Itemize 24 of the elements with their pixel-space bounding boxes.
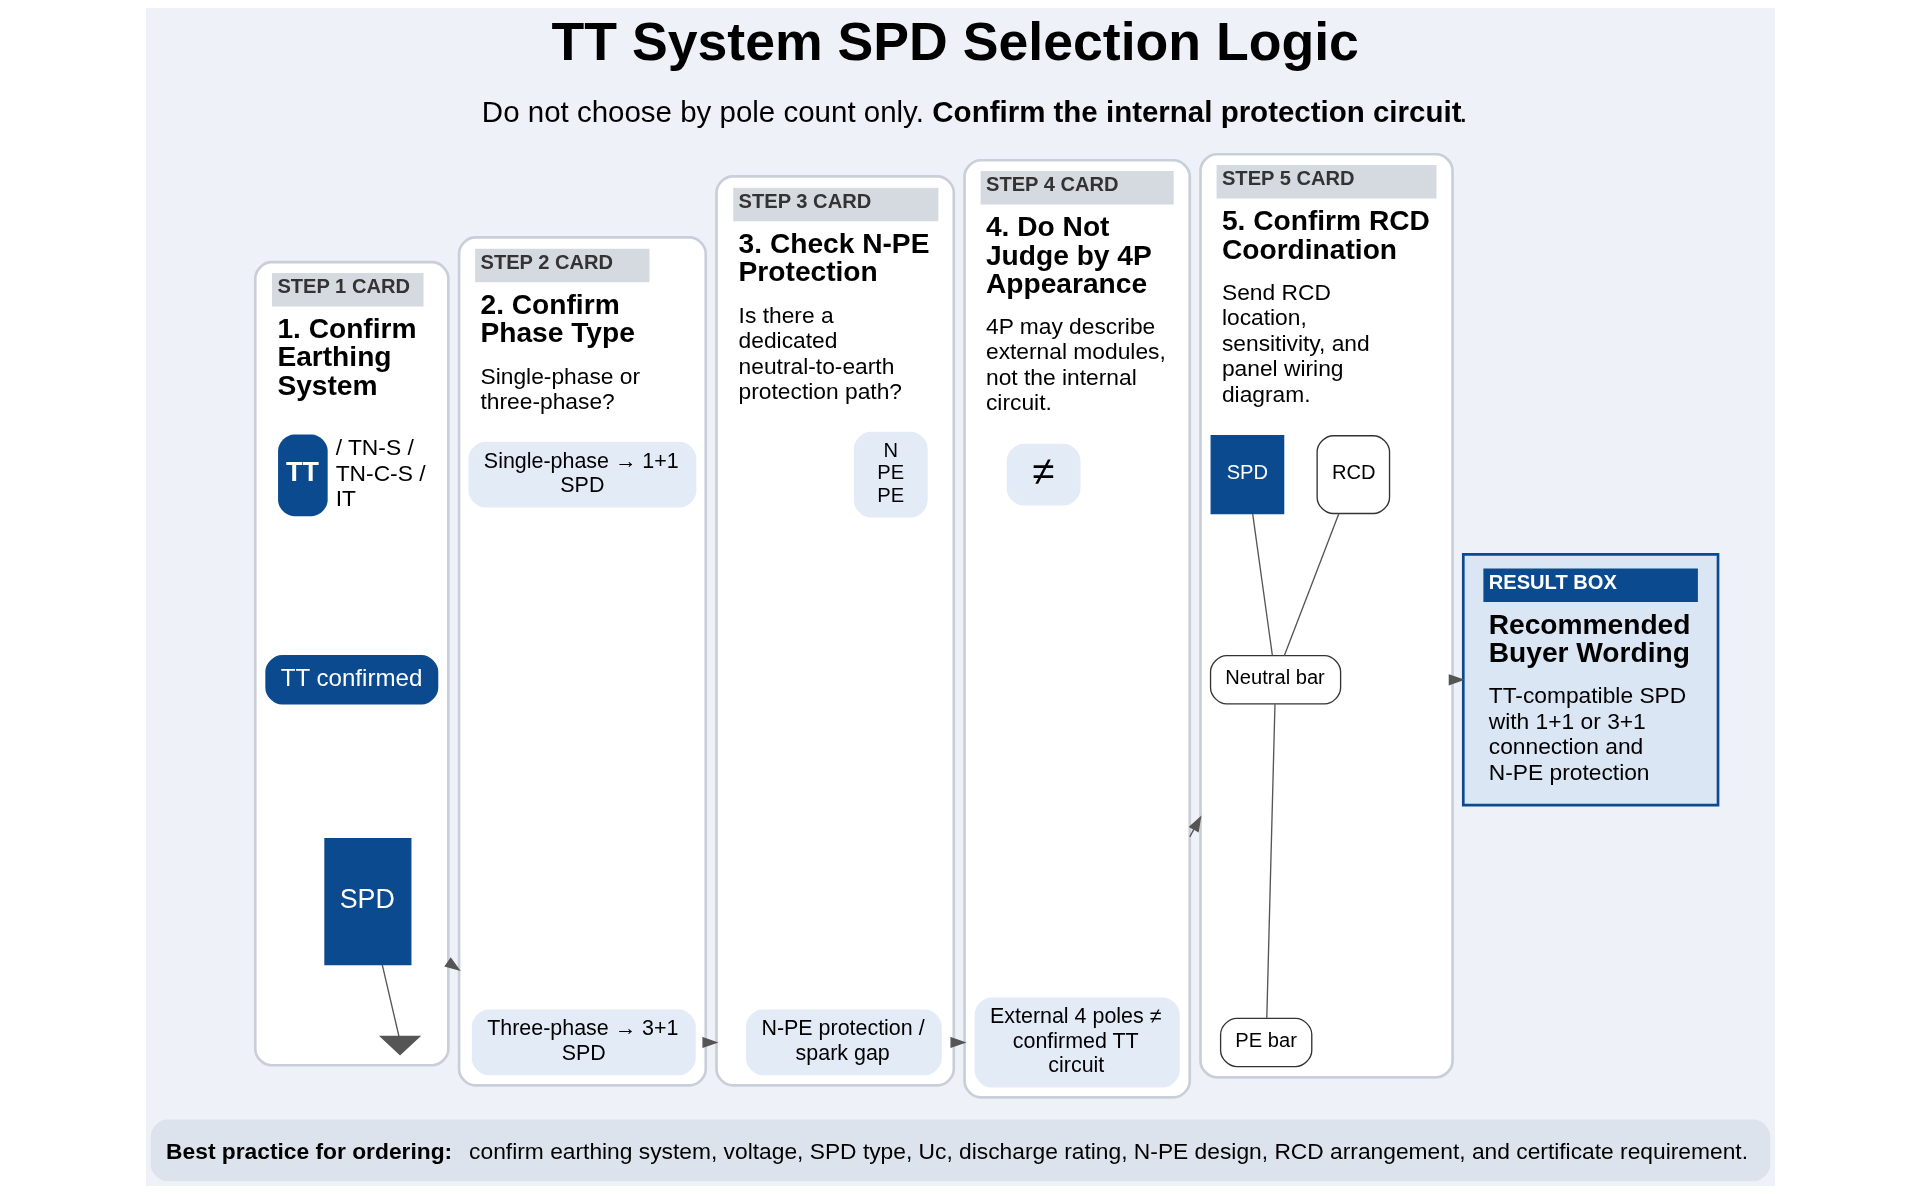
node-box: Three-phase → 3+1 SPD [471, 1009, 696, 1076]
node-box: Neutral bar [1209, 655, 1341, 705]
node-box: SPD [323, 838, 411, 966]
connector [1251, 512, 1273, 657]
connector [1283, 512, 1340, 657]
node-label: / TN-S / TN-C-S / IT [335, 434, 426, 512]
node-ground [378, 1035, 421, 1056]
connector [381, 964, 400, 1037]
connector [1265, 703, 1276, 1019]
node-box: SPD [1210, 435, 1284, 515]
caption: Best practice for ordering: confirm earthing system, voltage, SPD type, Uc, discharge rating, N-PE design, RCD arrangement, and certificate requirement. [165, 1138, 1748, 1165]
node-box: RESULT BOX Recommended Buyer Wording TT-compatible SPD with 1+1 or 3+1 connection and N-PE protection [1461, 553, 1719, 807]
diagram-title: TT System SPD Selection Logic [551, 11, 1359, 72]
node-box: TT confirmed [264, 655, 438, 705]
node-box: TT [277, 434, 328, 517]
label: Do not choose by pole count only. Confirm the internal protection circuit. [481, 95, 1467, 129]
node-box: N PE PE [853, 431, 928, 518]
node-box: External 4 poles ≠ confirmed TT circuit [974, 997, 1180, 1088]
node-box: Single-phase → 1+1 SPD [467, 441, 696, 508]
arrow [1188, 815, 1201, 838]
node-box: PE bar [1219, 1017, 1312, 1068]
node-box: RCD [1315, 435, 1390, 515]
node-box: ≠ [1006, 443, 1080, 506]
node-box: N-PE protection / spark gap [745, 1009, 942, 1076]
